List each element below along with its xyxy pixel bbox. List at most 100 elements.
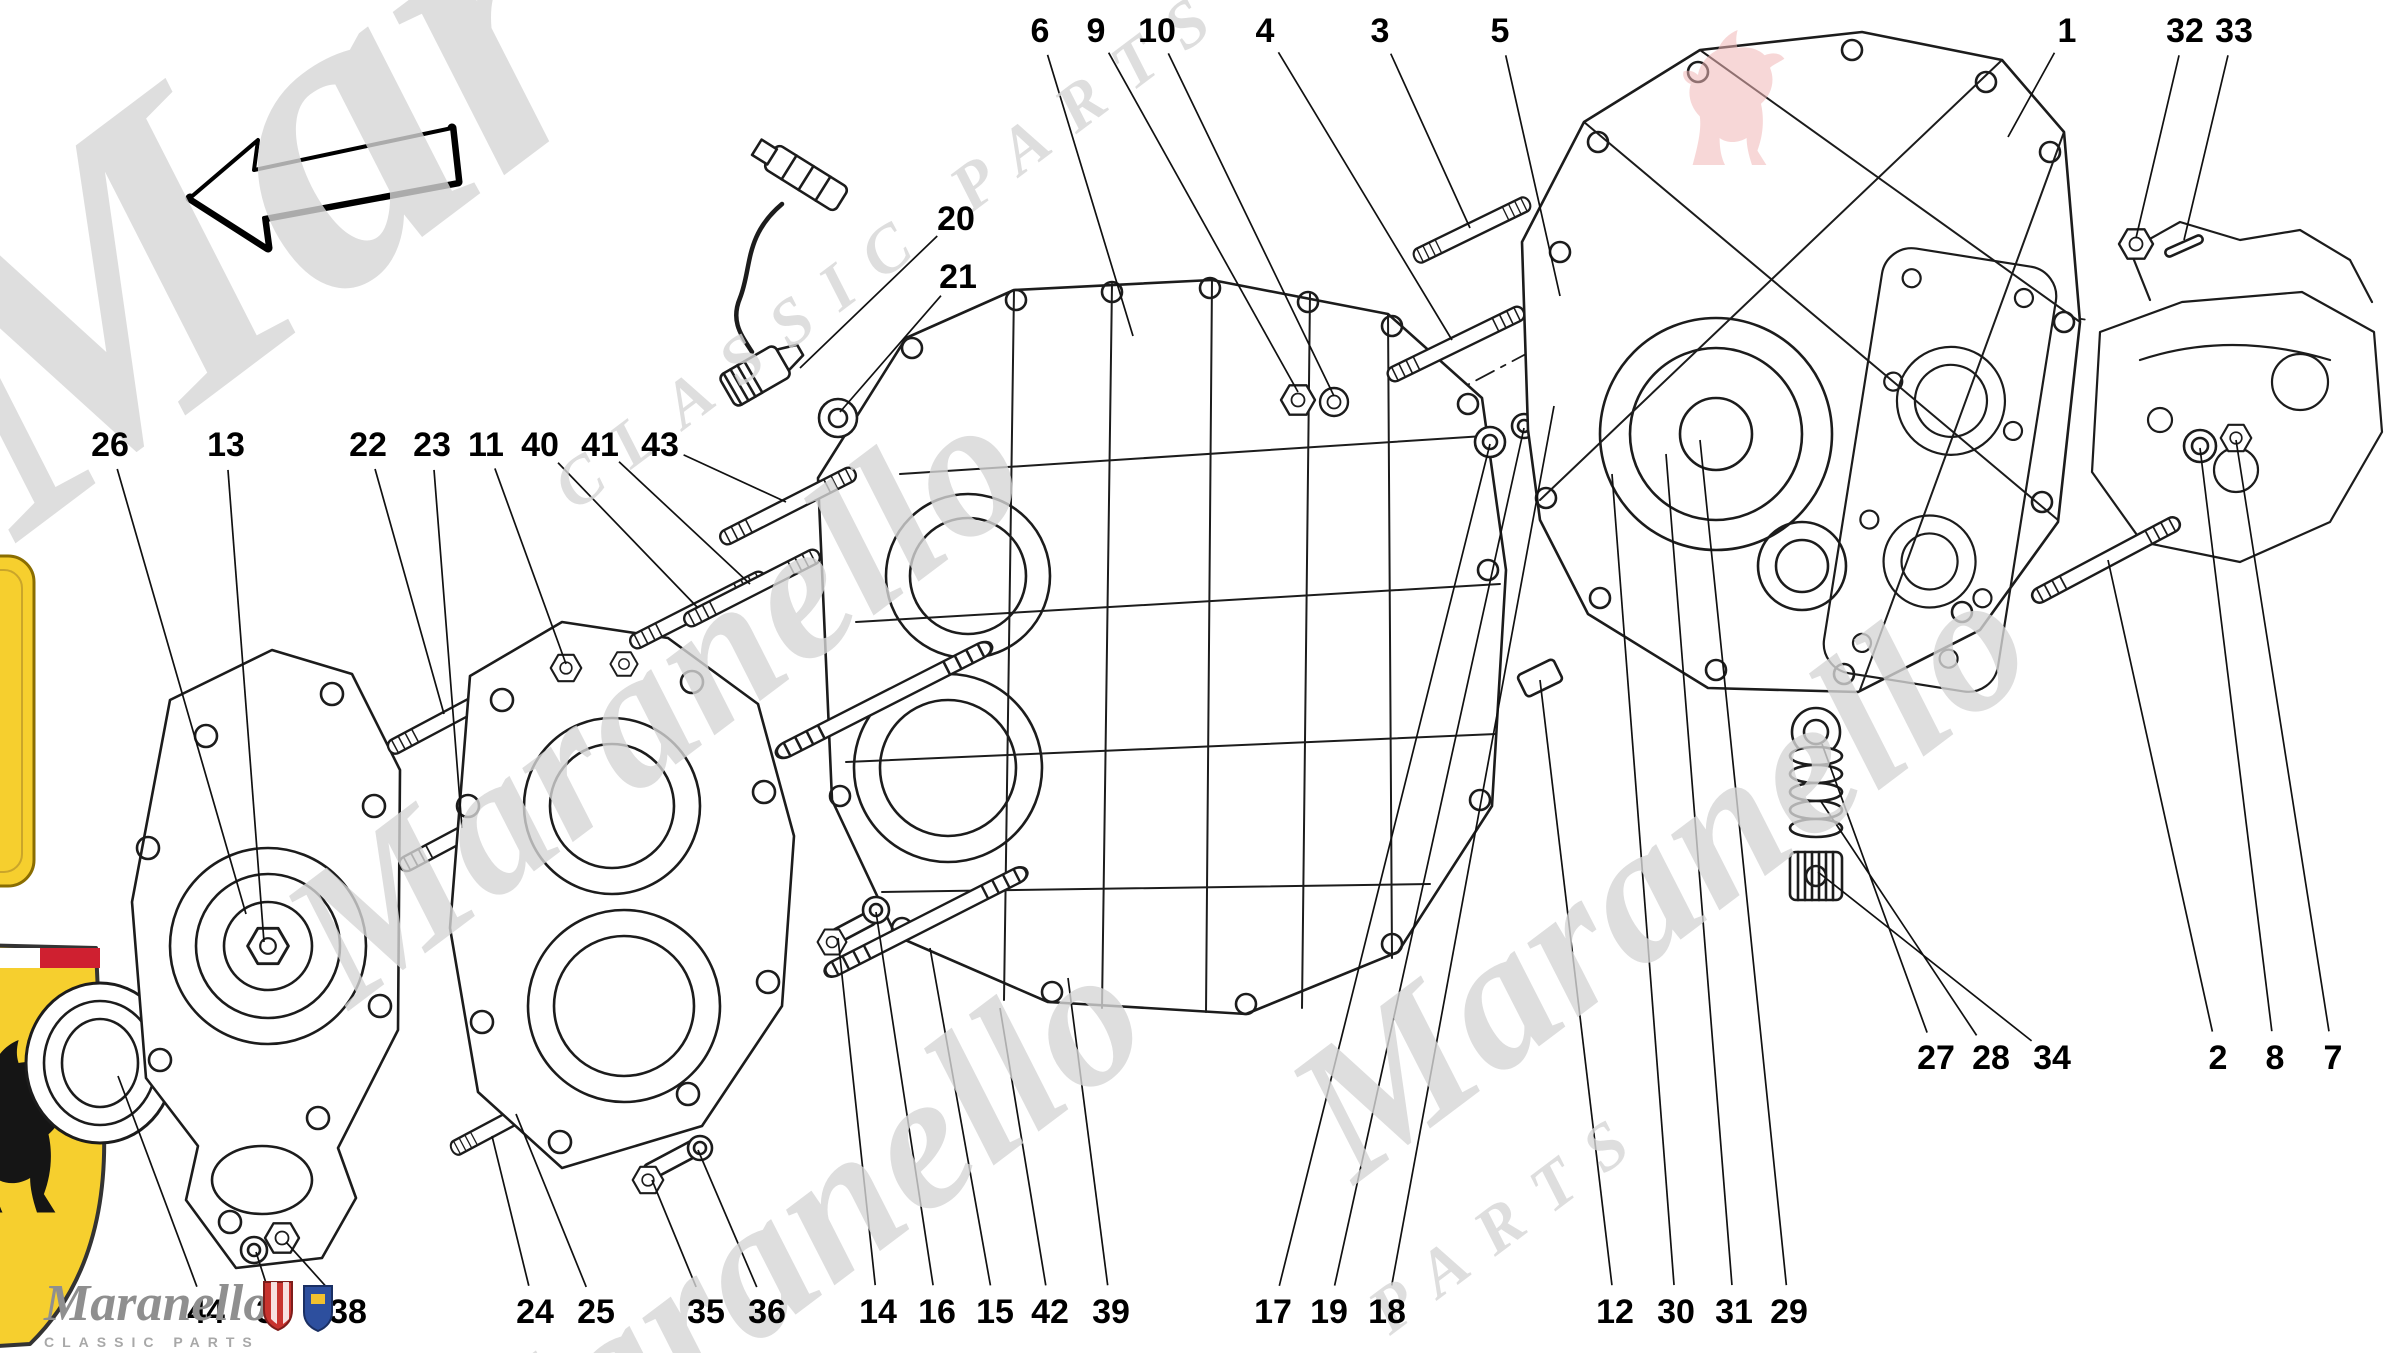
callout-39: 39 — [1092, 1293, 1130, 1331]
callout-30: 30 — [1657, 1293, 1695, 1331]
leader-line-3 — [1389, 53, 1471, 229]
leader-line-39 — [1067, 977, 1109, 1286]
part-washer-8 — [2182, 428, 2218, 464]
part-washer-10 — [1318, 386, 1350, 418]
leader-line-43 — [683, 454, 787, 503]
callout-32: 32 — [2166, 12, 2204, 50]
callout-3: 3 — [1371, 12, 1390, 50]
callout-27: 27 — [1917, 1039, 1955, 1077]
part-end-cover — [130, 648, 402, 1270]
ferrari-badge-strip — [0, 554, 36, 888]
part-nut-32 — [2117, 228, 2155, 261]
direction-arrow-icon — [185, 123, 463, 253]
leader-line-5 — [1504, 55, 1561, 297]
leader-line-22 — [374, 468, 445, 715]
callout-9: 9 — [1087, 12, 1106, 50]
part-washer-16 — [861, 895, 891, 925]
leader-line-44 — [117, 1075, 198, 1287]
callout-29: 29 — [1770, 1293, 1808, 1331]
callout-6: 6 — [1031, 12, 1050, 50]
leader-line-10 — [1167, 53, 1335, 397]
callout-13: 13 — [207, 426, 245, 464]
callout-10: 10 — [1138, 12, 1176, 50]
leader-line-15 — [929, 947, 992, 1286]
leader-line-32 — [2135, 55, 2180, 239]
callout-44: 44 — [187, 1293, 225, 1331]
part-spring-plug — [1788, 706, 1844, 902]
part-intermediate-plate — [448, 620, 796, 1170]
brand-tagline: CLASSIC PARTS — [44, 1334, 260, 1350]
leader-line-28 — [1819, 799, 1978, 1036]
callout-8: 8 — [2266, 1039, 2285, 1077]
part-bolt-35 — [631, 1134, 714, 1195]
brand-shields — [262, 1280, 338, 1345]
callout-20: 20 — [937, 200, 975, 238]
callout-2: 2 — [2209, 1039, 2228, 1077]
leader-line-27 — [1821, 743, 1928, 1033]
leader-line-17 — [1278, 443, 1491, 1286]
leader-line-18 — [1390, 405, 1555, 1286]
part-speed-sensor — [719, 138, 859, 439]
callout-31: 31 — [1715, 1293, 1753, 1331]
leader-line-33 — [2183, 55, 2229, 241]
callout-43: 43 — [641, 426, 679, 464]
callout-4: 4 — [1256, 12, 1275, 50]
callout-40: 40 — [521, 426, 559, 464]
brand-name: Maranello — [44, 1275, 270, 1332]
watermark-text-0: Mar — [0, 0, 693, 619]
callout-28: 28 — [1972, 1039, 2010, 1077]
brand-logo: Maranello CLASSIC PARTS — [44, 1275, 333, 1350]
callout-24: 24 — [516, 1293, 554, 1331]
callout-17: 17 — [1254, 1293, 1292, 1331]
leader-line-2 — [2107, 559, 2214, 1032]
callout-14: 14 — [859, 1293, 897, 1331]
part-stud-3 — [1410, 194, 1534, 266]
leader-line-38 — [285, 1241, 332, 1293]
callout-23: 23 — [413, 426, 451, 464]
leader-line-40 — [557, 462, 699, 609]
leader-line-31 — [1665, 453, 1733, 1286]
brand-shield-blue-icon — [303, 1285, 333, 1333]
leader-line-36 — [697, 1149, 758, 1288]
callout-26: 26 — [91, 426, 129, 464]
callout-1: 1 — [2058, 12, 2077, 50]
leader-line-35 — [651, 1179, 697, 1288]
leader-line-12 — [1539, 679, 1613, 1286]
callout-33: 33 — [2215, 12, 2253, 50]
callout-41: 41 — [581, 426, 619, 464]
leader-line-8 — [2199, 447, 2273, 1032]
leader-line-20 — [799, 235, 938, 369]
leader-line-6 — [1046, 54, 1134, 337]
leader-line-26 — [116, 468, 247, 915]
part-pin-33 — [2164, 234, 2204, 258]
callout-15: 15 — [976, 1293, 1014, 1331]
callout-42: 42 — [1031, 1293, 1069, 1331]
part-adjacent-casing — [2090, 220, 2384, 564]
callout-22: 22 — [349, 426, 387, 464]
part-rear-housing — [1520, 30, 2082, 694]
part-bolt-9 — [1279, 383, 1317, 417]
part-nut-38 — [263, 1222, 301, 1254]
callout-11: 11 — [468, 426, 504, 464]
leader-line-9 — [1107, 52, 1299, 393]
leader-line-19 — [1333, 427, 1525, 1286]
callout-leader-lines — [116, 51, 2330, 1293]
part-washer-17 — [1473, 425, 1507, 459]
leader-line-25 — [515, 1113, 588, 1288]
leader-line-42 — [999, 1007, 1047, 1286]
callout-18: 18 — [1368, 1293, 1406, 1331]
leader-line-41 — [618, 461, 751, 585]
leader-line-37 — [255, 1251, 268, 1287]
leader-line-29 — [1699, 439, 1788, 1286]
leader-line-21 — [839, 295, 942, 413]
leader-line-4 — [1277, 51, 1453, 341]
leader-line-1 — [2007, 52, 2056, 138]
part-gasket-plate — [1822, 247, 2058, 693]
leader-line-7 — [2235, 439, 2330, 1032]
callout-21: 21 — [939, 258, 977, 296]
leader-line-13 — [227, 469, 265, 943]
part-sleeve-12 — [1516, 658, 1564, 698]
leader-line-23 — [433, 469, 463, 829]
